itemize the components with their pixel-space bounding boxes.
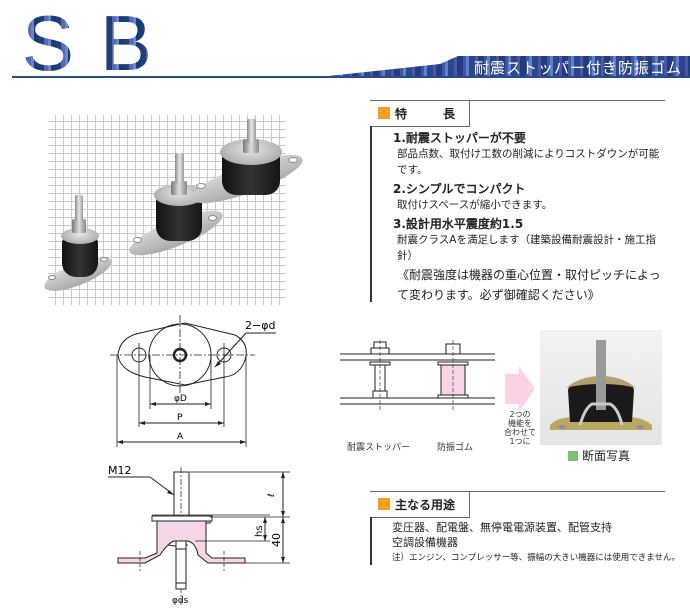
mount-small xyxy=(40,195,128,298)
feature-body: 取付けスペースが縮小できます。 xyxy=(397,199,553,211)
feature-note: 《耐震強度は機器の重心位置・取付ピッチによっ て変わります。必ず御確認ください》 xyxy=(397,268,661,302)
feature-item: 1.耐震ストッパーが不要 部品点数、取付け工数の削減によりコストダウンが可能 で… xyxy=(393,130,683,178)
holes-label: 2−φd xyxy=(245,319,275,332)
feature-heading: 3.設計用水平震度約1.5 xyxy=(393,217,524,231)
application-note: 注）エンジン、コンプレッサー等、振幅の大きい機器には使用できません。 xyxy=(392,553,680,563)
cross-section-photo xyxy=(540,330,662,445)
product-name: 耐震ストッパー付き防振ゴム xyxy=(473,59,682,77)
features-list: 1.耐震ストッパーが不要 部品点数、取付け工数の削減によりコストダウンが可能 で… xyxy=(393,130,683,305)
orange-square-icon xyxy=(378,498,390,510)
thread-label: M12 xyxy=(108,464,132,477)
pitch-label: P xyxy=(177,413,183,423)
feature-item: 3.設計用水平震度約1.5 耐震クラスAを満足します（建築設備耐震設計・施工指 … xyxy=(393,216,683,264)
applications-title: 主なる用途 xyxy=(378,496,455,513)
applications-tab-bottom xyxy=(370,517,470,518)
combine-arrow-icon xyxy=(505,366,535,412)
side-view-drawing: M12 ℓ hs 40 φds xyxy=(108,464,290,606)
diameter-label: φD xyxy=(174,394,187,404)
feature-body: 針） xyxy=(397,250,418,262)
header-rule xyxy=(12,76,312,78)
application-line: 空調設備機器 xyxy=(392,536,458,549)
feature-body: 耐震クラスAを満足します（建築設備耐震設計・施工指 xyxy=(397,234,656,246)
feature-item: 2.シンプルでコンパクト 取付けスペースが縮小できます。 xyxy=(393,181,683,213)
applications-list: 変圧器、配電盤、無停電電源装置、配管支持 空調設備機器 注）エンジン、コンプレッ… xyxy=(392,520,680,566)
applications-top-rule xyxy=(470,491,665,492)
concept-diagram xyxy=(340,340,495,410)
feature-body: 部品点数、取付け工数の削減によりコストダウンが可能 xyxy=(397,148,660,160)
feature-heading: 1.耐震ストッパーが不要 xyxy=(393,131,526,145)
features-left-rule xyxy=(370,126,372,302)
product-photo xyxy=(40,115,308,305)
stopper-caption: 耐震ストッパー xyxy=(347,443,411,453)
feature-heading: 2.シンプルでコンパクト xyxy=(393,182,526,196)
features-title: 特 長 xyxy=(378,105,455,122)
applications-left-rule xyxy=(370,517,372,565)
green-square-icon xyxy=(568,451,578,461)
banner-rule xyxy=(250,76,690,78)
stud-diameter-label: φds xyxy=(172,596,189,606)
photo-caption: 断面写真 xyxy=(568,447,630,464)
mount-medium xyxy=(124,153,230,265)
features-tab xyxy=(370,100,470,126)
height-value-label: 40 xyxy=(270,533,283,547)
features-top-rule xyxy=(470,100,665,101)
orange-square-icon xyxy=(378,107,390,119)
applications-tab xyxy=(370,491,470,517)
model-code-logo: SB xyxy=(22,0,179,87)
mount-large xyxy=(186,119,308,225)
application-line: 変圧器、配電盤、無停電電源装置、配管支持 xyxy=(392,521,612,534)
top-view-drawing: 2−φd φD P A xyxy=(110,315,276,447)
overall-label: A xyxy=(177,432,184,442)
feature-body: です。 xyxy=(397,164,428,176)
rubber-caption: 防振ゴム xyxy=(437,443,474,453)
features-tab-bottom xyxy=(370,126,470,127)
combine-text: 2つの 機能を 合わせて 1つに xyxy=(504,410,536,446)
bolt-length-label: ℓ xyxy=(267,493,277,498)
product-name-banner xyxy=(310,56,690,78)
stopper-height-label: hs xyxy=(254,525,265,537)
